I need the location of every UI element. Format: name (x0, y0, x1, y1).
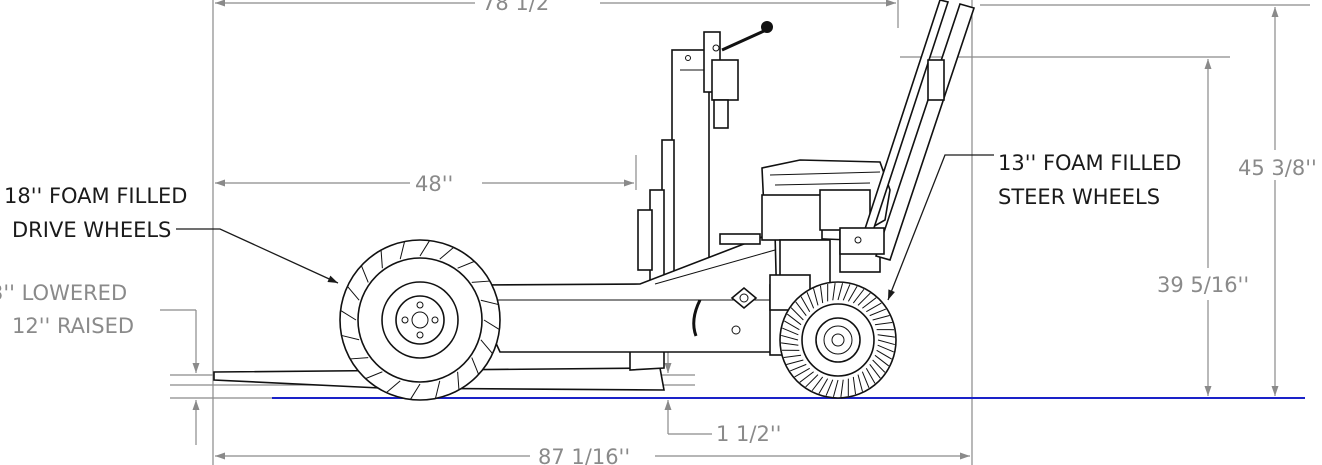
callout-steer-wheels-line1: 13'' FOAM FILLED (998, 151, 1181, 175)
tire-tread-line (784, 320, 800, 331)
dimension-handle-height: 39 5/16'' (1157, 59, 1249, 396)
tire-tread-line (857, 292, 871, 306)
tire-lug (434, 380, 441, 399)
tire-tread-line (869, 364, 881, 379)
tire-tread-line (852, 288, 865, 304)
tire-lug (347, 286, 360, 301)
tire-tread-line (866, 302, 882, 313)
tire-tread-line (806, 291, 815, 309)
tire-lug (457, 371, 460, 390)
chassis-frame (479, 230, 779, 353)
dimension-label-overall-bottom: 87 1/16'' (538, 445, 630, 465)
tire-lug (409, 383, 421, 400)
tire-tread-line (874, 354, 890, 367)
tire-tread-line (832, 283, 836, 301)
tire-tread-line (857, 374, 863, 392)
tire-tread-line (795, 301, 807, 316)
callout-fork-height-line2: 12'' RAISED (12, 314, 134, 338)
tire-tread-line (789, 363, 807, 372)
tire-tread-line (877, 344, 894, 353)
callout-steer-wheels-line2: STEER WHEELS (998, 185, 1160, 209)
tire-lug (457, 260, 475, 269)
tire-tread-line (790, 307, 804, 321)
steering-handle (874, 3, 976, 261)
tire-lug (471, 280, 490, 283)
tire-tread-line (781, 342, 799, 346)
callout-fork-height-line1: 3'' LOWERED (0, 281, 127, 305)
tire-tread-line (837, 283, 844, 301)
tire-tread-line (877, 339, 895, 346)
callout-fork-height: 3'' LOWERED 12'' RAISED (0, 281, 134, 338)
tire-lug (480, 299, 499, 306)
drive-wheel (339, 239, 501, 401)
tire-tread-line (800, 296, 811, 312)
dimension-fork-height (160, 309, 200, 445)
tire-tread-line (874, 321, 893, 326)
tire-tread-line (794, 367, 810, 378)
tire-tread-line (847, 286, 858, 302)
tire-tread-line (865, 368, 876, 384)
tire-tread-line (842, 284, 851, 301)
tire-tread-line (819, 285, 824, 304)
tire-lug (365, 371, 383, 380)
dimension-frame-length: 48'' (215, 172, 634, 196)
tire-tread-line (872, 359, 886, 373)
tire-lug (341, 334, 360, 341)
tire-lug (480, 339, 493, 354)
tire-tread-line (825, 379, 834, 396)
tire-tread-line (786, 359, 804, 365)
tire-tread-line (781, 334, 799, 341)
tire-lug (350, 357, 369, 360)
tire-lug (340, 309, 357, 321)
dimension-overall-bottom: 87 1/16'' (215, 445, 970, 465)
dimension-label-overall-top: 78 1/2 (482, 0, 549, 15)
tire-tread-line (840, 379, 844, 397)
tire-lug (419, 240, 431, 257)
tire-lug (380, 250, 383, 269)
tire-lug (483, 319, 500, 331)
tire-lug (360, 265, 369, 283)
tire-tread-line (783, 354, 802, 359)
tire-tread-line (869, 308, 887, 317)
tire-lug (386, 380, 401, 393)
tire-tread-line (811, 376, 824, 392)
tire-tread-line (782, 327, 799, 336)
tire-tread-line (818, 378, 829, 394)
callout-drive-wheels-line1: 18'' FOAM FILLED (4, 184, 187, 208)
dimension-label-overall-height: 45 3/8'' (1238, 156, 1317, 180)
callout-drive-wheels: 18'' FOAM FILLED DRIVE WHEELS (4, 184, 339, 284)
dimension-label-frame-length: 48'' (415, 172, 453, 196)
callout-drive-wheels-line2: DRIVE WHEELS (12, 218, 171, 242)
tire-tread-line (872, 315, 890, 321)
dimension-overall-height: 45 3/8'' (1238, 7, 1317, 396)
tire-lug (439, 247, 454, 260)
dimension-overall-top: 78 1/2 (215, 0, 896, 15)
dimension-label-fork-lift: 1 1/2'' (716, 422, 781, 446)
tire-tread-line (876, 349, 892, 360)
dimension-label-handle-height: 39 5/16'' (1157, 273, 1249, 297)
tire-tread-line (813, 288, 819, 306)
callout-steer-wheels: 13'' FOAM FILLED STEER WHEELS (887, 151, 1181, 301)
tire-tread-line (786, 313, 802, 326)
steer-wheel (779, 281, 897, 399)
tire-tread-line (862, 297, 877, 309)
tire-lug (399, 241, 406, 260)
tire-tread-line (799, 371, 814, 383)
tire-tread-line (805, 374, 819, 388)
tire-tread-line (861, 371, 870, 389)
tire-lug (471, 357, 480, 375)
tire-tread-line (877, 334, 895, 338)
dimension-fork-lift: 1 1/2'' (664, 345, 781, 446)
extension-lines (170, 0, 1310, 465)
tire-tread-line (852, 376, 857, 395)
tire-tread-line (832, 379, 839, 397)
